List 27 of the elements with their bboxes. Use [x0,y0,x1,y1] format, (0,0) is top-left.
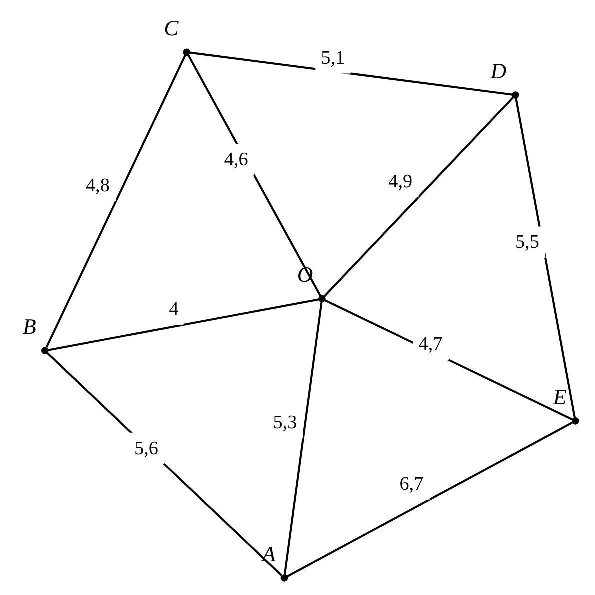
edge-label: 5,1 [320,48,345,69]
node-label: D [490,58,506,84]
edge-label: 5,6 [134,438,158,460]
connector [190,52,512,96]
connector [323,97,514,298]
edge-label: 4,7 [418,334,442,356]
edge-label: 5,5 [514,232,539,254]
edge-label: 4,9 [388,171,412,192]
node-label: B [22,314,36,339]
node-label: A [262,541,276,566]
node-circle [280,574,288,582]
edge-label: 4,8 [85,175,110,196]
connector [286,422,572,578]
node-circle [571,418,579,425]
edge-label: 4,6 [224,150,248,171]
connector [48,298,319,352]
node-circle [182,48,190,56]
node-circle [40,347,48,355]
edge-label: 4 [168,298,178,320]
edge-label: 5,3 [272,412,297,434]
edge-label: 6,7 [399,474,424,495]
connector [45,54,186,348]
node-label: E [552,384,566,410]
node-circle [318,295,326,303]
connector [283,302,322,576]
node-label: C [164,15,178,40]
node-circle [511,92,519,99]
